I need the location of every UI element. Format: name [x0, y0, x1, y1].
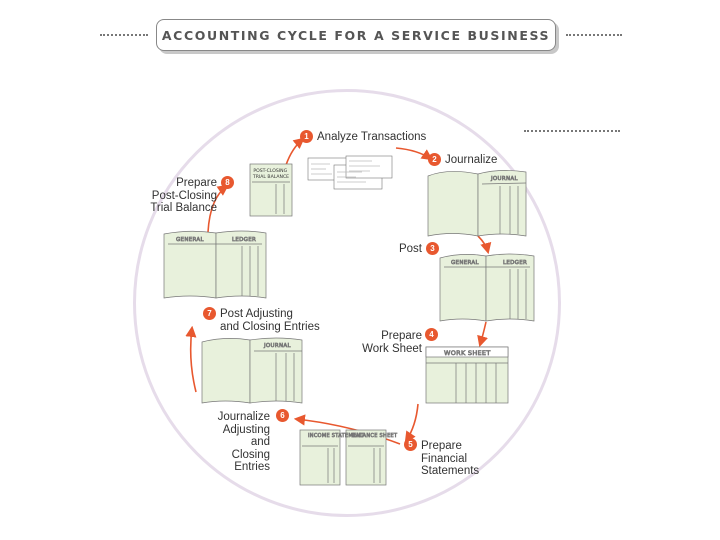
- step-label-1: Analyze Transactions: [317, 131, 427, 143]
- ledger-book-step-7: GENERAL LEDGER: [163, 230, 267, 299]
- ledger-book-step-3: GENERAL LEDGER: [439, 253, 535, 322]
- trial-balance-step-8: POST-CLOSING TRIAL BALANCE: [249, 163, 293, 217]
- step-label-6: Journalize Adjusting and Closing Entries: [217, 411, 270, 473]
- page-title: ACCOUNTING CYCLE FOR A SERVICE BUSINESS: [161, 27, 551, 43]
- work-sheet-label: WORK SHEET: [444, 349, 491, 357]
- arrow-3-to-4: [477, 321, 488, 348]
- decor-dots-right: [524, 130, 620, 132]
- arrow-8-to-1: [285, 137, 305, 166]
- ledger-label-step-3: LEDGER: [503, 260, 527, 266]
- arrow-2-to-3: [477, 235, 492, 255]
- trial-balance-label-line-2: TRIAL BALANCE: [252, 174, 289, 180]
- title-dots-right: [566, 34, 622, 36]
- general-label-step-7: GENERAL: [176, 237, 204, 243]
- step-badge-2: 2: [428, 153, 441, 166]
- cycle-ring: [133, 89, 561, 517]
- work-sheet-step-4: WORK SHEET: [425, 346, 509, 404]
- balance-sheet-label: BALANCE SHEET: [352, 433, 398, 439]
- step-badge-5: 5: [404, 438, 417, 451]
- financial-statements-step-5: INCOME STATEMENT BALANCE SHEET: [299, 429, 398, 486]
- step-badge-4: 4: [425, 328, 438, 341]
- cycle-arrows: [185, 137, 492, 445]
- step-label-4: Prepare Work Sheet: [362, 330, 422, 355]
- step-badge-6: 6: [276, 409, 289, 422]
- step-badge-8: 8: [221, 176, 234, 189]
- step-label-2: Journalize: [445, 154, 498, 166]
- journal-book-step-6: JOURNAL: [201, 337, 303, 404]
- general-label-step-3: GENERAL: [451, 260, 479, 266]
- journal-label-step-2: JOURNAL: [490, 176, 518, 182]
- title-box: ACCOUNTING CYCLE FOR A SERVICE BUSINESS: [156, 19, 556, 51]
- income-statement-label: INCOME STATEMENT: [308, 433, 365, 439]
- arrow-5-to-6: [293, 414, 401, 445]
- step-badge-3: 3: [426, 242, 439, 255]
- title-dots-left: [100, 34, 148, 36]
- ledger-label-step-7: LEDGER: [232, 237, 256, 243]
- step-badge-7: 7: [203, 307, 216, 320]
- arrow-4-to-5: [404, 403, 419, 443]
- trial-balance-label-line-1: POST-CLOSING: [253, 168, 287, 174]
- step-label-3: Post: [398, 243, 422, 255]
- trial-balance-label: POST-CLOSING TRIAL BALANCE: [252, 168, 289, 180]
- arrow-6-to-7: [185, 325, 197, 393]
- source-documents-illustration: [307, 155, 393, 190]
- journal-label-step-6: JOURNAL: [263, 343, 291, 349]
- step-label-5: Prepare Financial Statements: [421, 440, 480, 477]
- step-label-8: Prepare Post-Closing Trial Balance: [150, 177, 217, 214]
- step-label-7: Post Adjusting and Closing Entries: [220, 308, 320, 333]
- step-badge-1: 1: [300, 130, 313, 143]
- arrow-1-to-2: [395, 147, 433, 161]
- journal-book-step-2: JOURNAL: [427, 170, 527, 237]
